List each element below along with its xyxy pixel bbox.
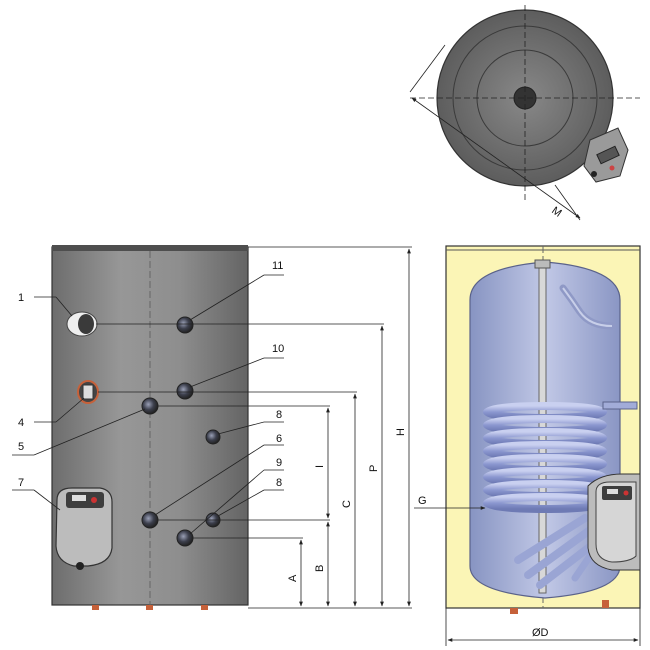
tank-top-cap [52,245,248,251]
lower-heating-element [514,514,596,589]
dim-i-label: I [314,465,326,468]
port-10 [176,382,194,400]
dim-c-label: C [341,500,353,508]
coil-outlet-pipe [602,401,638,410]
port-9 [176,529,194,547]
callout-6: 6 [276,433,282,445]
callout-8-lower: 8 [276,477,282,489]
front-view: A B I C P H 1 4 5 7 11 10 8 6 9 8 [12,245,412,610]
callout-8-upper: 8 [276,409,282,421]
foot-center [146,605,153,610]
top-view-control-box [583,127,629,183]
callout-9: 9 [276,457,282,469]
dim-a-label: A [287,574,299,582]
port-8-upper [205,429,221,445]
dim-m-label: M [549,205,563,220]
callout-5: 5 [18,441,24,453]
section-view: G ØD [414,245,641,646]
callout-4: 4 [18,417,24,429]
port-11 [176,316,194,334]
heat-exchanger-coil [483,402,607,513]
callout-10: 10 [272,343,284,355]
foot-left [92,605,99,610]
dim-p-label: P [368,465,380,472]
callout-7: 7 [18,477,24,489]
control-unit-7 [55,487,113,570]
callout-1: 1 [18,292,24,304]
section-control-unit [587,473,641,571]
port-5 [141,397,159,415]
port-4-anode [77,380,99,404]
dim-h-label: H [395,428,407,436]
dim-g-label: G [418,495,427,507]
dim-b-label: B [314,565,326,572]
dim-d-label: ØD [532,627,549,639]
top-view: M [409,5,640,221]
foot-right [201,605,208,610]
callout-11: 11 [272,260,283,272]
